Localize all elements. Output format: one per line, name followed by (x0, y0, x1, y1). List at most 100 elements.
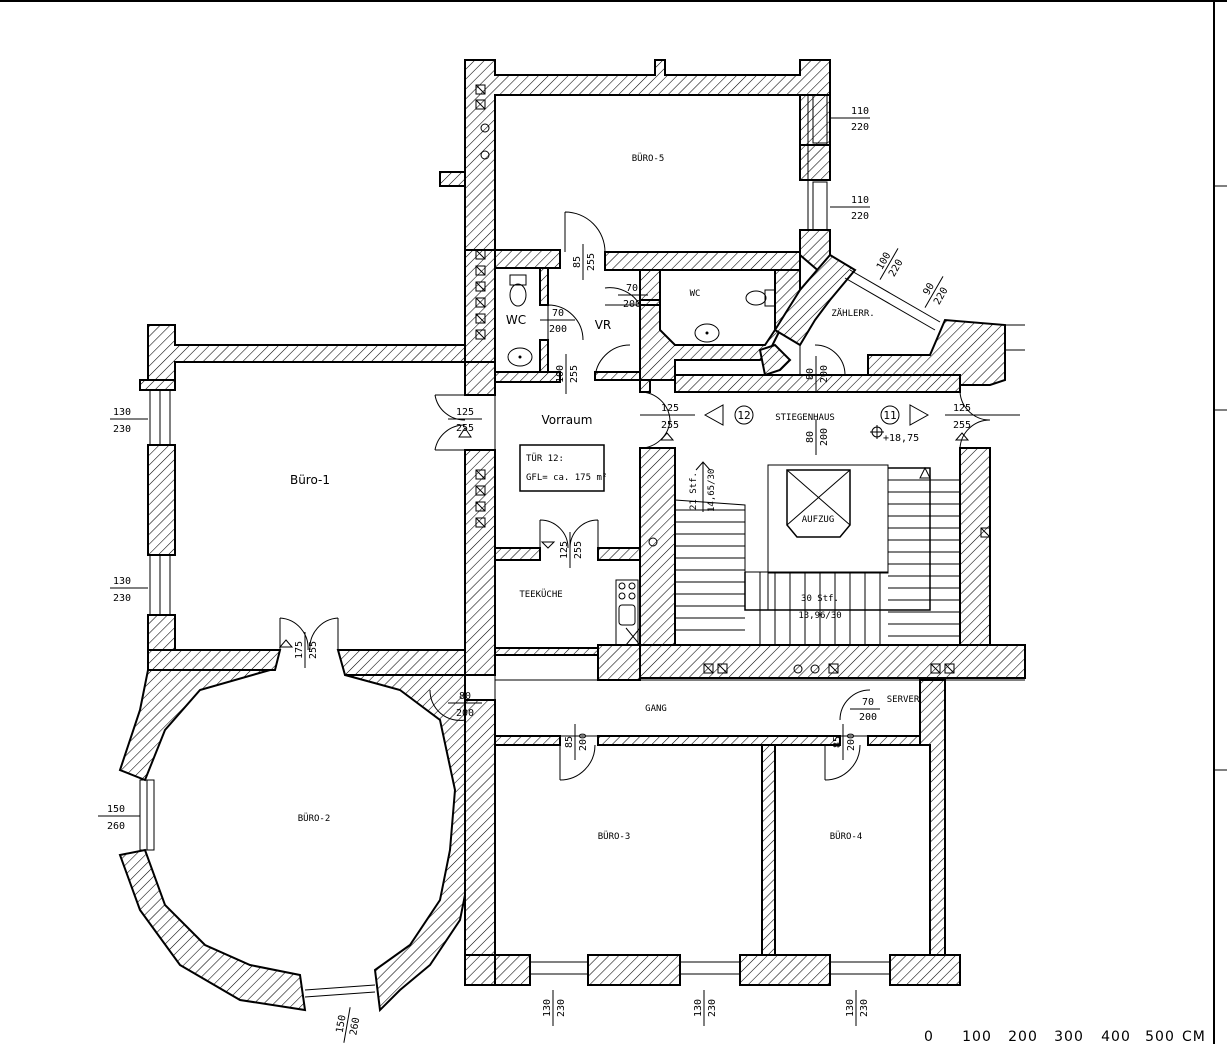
dim-fraction: 130 230 (845, 990, 870, 1026)
room-aufzug: AUFZUG (802, 515, 835, 525)
room-server: SERVER (887, 695, 920, 705)
svg-text:130: 130 (542, 999, 553, 1017)
dim-fraction: 130 230 (110, 576, 148, 604)
dim-fraction: 100 220 (875, 248, 906, 280)
scale-bar: 0 100 200 300 400 500 CM (924, 1029, 1206, 1044)
svg-text:200: 200 (549, 324, 567, 335)
info-box: TÜR 12: GFL= ca. 175 m² (519, 444, 607, 492)
svg-text:255: 255 (953, 420, 971, 431)
svg-text:90: 90 (921, 281, 937, 297)
wall-markers (475, 84, 991, 674)
arrow-right-icon (909, 404, 930, 426)
svg-text:260: 260 (107, 821, 125, 832)
svg-text:200: 200 (623, 299, 641, 310)
stair-lower-dims: 13,96/30 (798, 611, 841, 621)
dimensions: 110 220 110 220 70 200 70 200 125 255 12… (98, 106, 1020, 1043)
svg-text:230: 230 (859, 999, 870, 1017)
scale-tick-200: 200 (1008, 1029, 1038, 1044)
dim-fraction: 110 220 (830, 106, 870, 133)
elevator-shaft (786, 469, 851, 538)
dim-fraction: 70 200 (850, 697, 880, 723)
room-wc-left: WC (506, 313, 526, 327)
svg-text:255: 255 (308, 641, 319, 659)
dim-fraction: 80 200 (805, 419, 830, 455)
svg-text:255: 255 (573, 541, 584, 559)
svg-text:255: 255 (661, 420, 679, 431)
svg-text:125: 125 (559, 541, 570, 559)
dim-fraction: 90 220 (921, 276, 951, 308)
toilet-icon (745, 289, 776, 307)
room-buero-5: BÜRO-5 (632, 153, 665, 164)
room-buero-4: BÜRO-4 (830, 831, 863, 842)
door-markers: 12 11 +18,75 (278, 404, 970, 648)
svg-text:220: 220 (851, 122, 869, 133)
fixtures (475, 84, 991, 674)
kitchenette-icon (615, 579, 641, 646)
scale-tick-400: 400 (1101, 1029, 1131, 1044)
svg-text:230: 230 (556, 999, 567, 1017)
dim-fraction: 85 200 (564, 724, 589, 760)
dim-fraction: 100 255 (555, 354, 580, 394)
svg-text:200: 200 (846, 733, 857, 751)
staircase (674, 461, 960, 645)
svg-text:130: 130 (845, 999, 856, 1017)
sink-icon (694, 323, 720, 343)
stair-upper-count: 21 Stf. (689, 472, 699, 510)
svg-text:80: 80 (459, 691, 471, 702)
arrow-left-icon (703, 404, 724, 426)
svg-text:85: 85 (832, 736, 843, 748)
scale-tick-300: 300 (1054, 1029, 1084, 1044)
svg-text:80: 80 (805, 368, 816, 380)
doors (279, 211, 991, 781)
dim-fraction: 85 255 (572, 244, 597, 280)
svg-text:150: 150 (335, 1014, 349, 1034)
svg-text:130: 130 (693, 999, 704, 1017)
dim-fraction: 125 255 (448, 407, 482, 434)
svg-text:110: 110 (851, 106, 869, 117)
room-vorraum: Vorraum (542, 413, 593, 427)
scale-tick-100: 100 (962, 1029, 992, 1044)
svg-text:70: 70 (626, 283, 638, 294)
dim-fraction: 70 200 (540, 308, 575, 335)
svg-text:100: 100 (555, 365, 566, 383)
svg-text:200: 200 (456, 708, 474, 719)
dim-fraction: 130 230 (693, 990, 718, 1026)
dim-fraction: 125 255 (559, 532, 584, 568)
svg-text:125: 125 (456, 407, 474, 418)
svg-text:200: 200 (578, 733, 589, 751)
svg-text:200: 200 (819, 428, 830, 446)
dim-fraction: 175 255 (294, 632, 319, 668)
svg-text:200: 200 (819, 365, 830, 383)
stair-treads-lower (759, 572, 881, 645)
scale-unit: CM (1182, 1029, 1206, 1044)
svg-text:85: 85 (572, 256, 583, 268)
room-zaehlerraum: ZÄHLERR. (831, 308, 874, 319)
svg-text:130: 130 (113, 407, 131, 418)
dim-fraction: 110 220 (830, 195, 870, 222)
room-vr: VR (595, 318, 612, 332)
walls (118, 59, 1026, 1013)
svg-text:150: 150 (107, 804, 125, 815)
toilet-icon (509, 274, 527, 307)
dim-fraction: 85 200 (832, 724, 857, 760)
dim-fraction: 130 230 (542, 990, 567, 1026)
dim-fraction: 80 200 (805, 356, 830, 392)
svg-text:230: 230 (113, 424, 131, 435)
dim-fraction: 125 255 (640, 403, 695, 431)
svg-text:80: 80 (805, 431, 816, 443)
level-marker-icon (870, 425, 884, 439)
svg-text:200: 200 (859, 712, 877, 723)
dim-fraction: 125 255 (945, 403, 1020, 431)
dim-fraction: 150 260 (98, 804, 140, 832)
stair-treads-upper (675, 509, 745, 631)
stair-labels: 21 Stf. 14,65/30 30 Stf. 13,96/30 (689, 469, 842, 621)
windows (139, 94, 941, 998)
svg-text:220: 220 (851, 211, 869, 222)
room-buero-1: Büro-1 (290, 473, 330, 487)
room-wc-right: WC (690, 289, 701, 299)
room-buero-2: BÜRO-2 (298, 813, 331, 824)
stair-upper-dims: 14,65/30 (707, 469, 717, 512)
svg-text:110: 110 (851, 195, 869, 206)
